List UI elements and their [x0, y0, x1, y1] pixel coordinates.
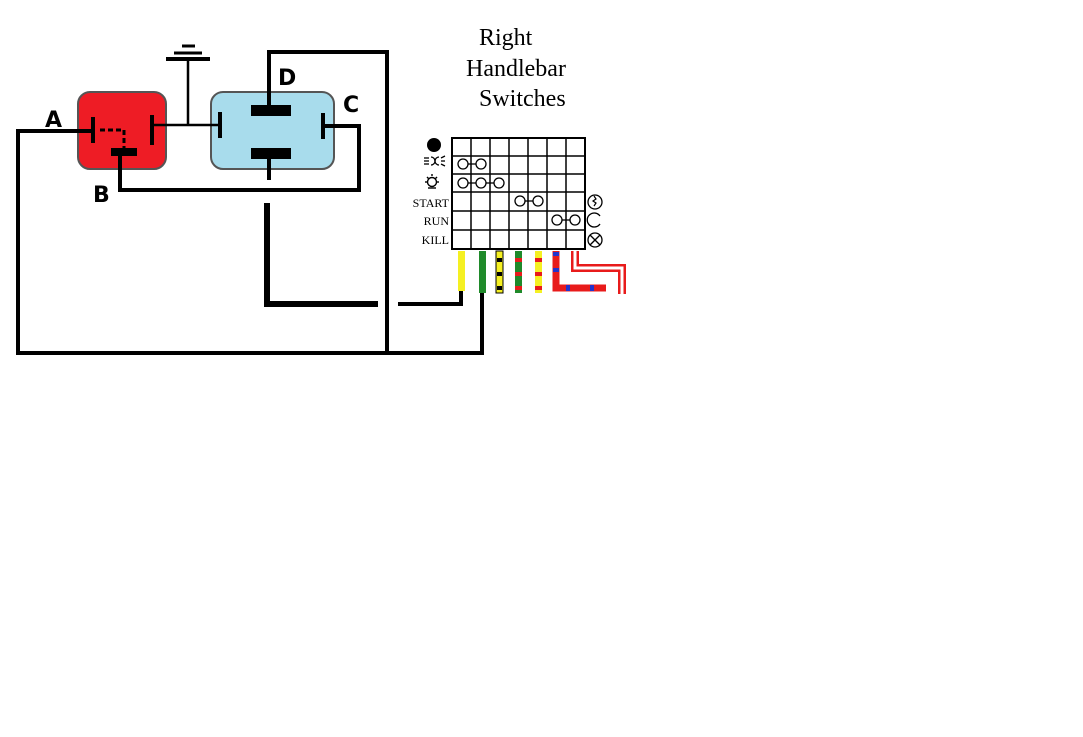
title-line-1: Right: [479, 25, 533, 51]
title-line-2: Handlebar: [466, 56, 566, 82]
headlight-icon: [424, 155, 446, 167]
relay-left-contact-b: [111, 148, 137, 156]
lead-red-white: [571, 251, 626, 294]
relay-left-dashed-link: [100, 128, 126, 150]
lead-yellow-black: [495, 250, 504, 294]
lead-red-blue: [552, 251, 606, 292]
relay-right-contact-d: [251, 105, 291, 116]
title-line-3: Switches: [479, 86, 566, 112]
wire-relay-to-yellow: [264, 203, 378, 307]
relay-right-contact-bottom: [251, 148, 291, 159]
row-label-kill: KILL: [422, 233, 449, 247]
kill-icon: [587, 232, 603, 248]
lamp-icon: [425, 174, 439, 189]
run-icon: [586, 212, 601, 228]
contact-row-start: [514, 195, 544, 207]
lead-green-red: [515, 251, 522, 293]
wire-c-loop: [118, 124, 361, 192]
lead-green: [479, 251, 486, 293]
terminal-label-b: B: [93, 183, 110, 208]
row-label-start: START: [413, 196, 450, 210]
contact-row-headlight: [457, 158, 487, 170]
starter-icon: [587, 194, 603, 210]
dot-icon: [427, 138, 441, 152]
lead-yellow-red: [535, 251, 542, 293]
contact-row-run: [551, 214, 581, 226]
switch-grid: [451, 137, 586, 250]
row-label-run: RUN: [424, 214, 450, 228]
lead-yellow: [458, 251, 465, 291]
wire-d-top: [267, 50, 389, 352]
ground-icon: [166, 44, 210, 125]
terminal-label-a: A: [45, 108, 62, 133]
wire-relay-to-yellow-end: [398, 290, 463, 306]
terminal-label-c: C: [343, 93, 359, 118]
wire-a-bottom: [16, 129, 484, 355]
contact-row-lamp: [457, 177, 505, 189]
relay-right: [210, 91, 335, 170]
terminal-label-d: D: [278, 66, 296, 91]
